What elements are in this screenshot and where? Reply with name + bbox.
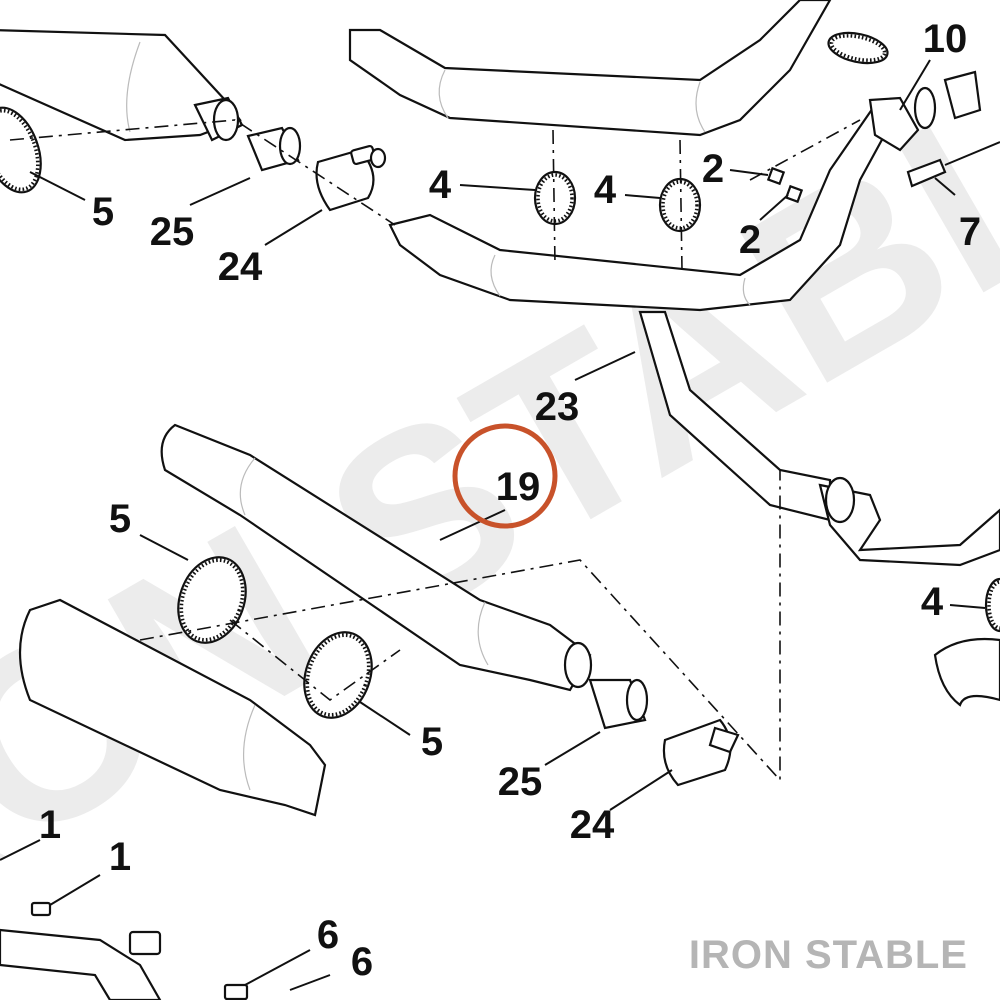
centerline-lower-muffler [229, 619, 401, 702]
callout-2-lower: 2 [739, 218, 761, 262]
lower-left-muffler [18, 598, 327, 817]
callout-25-lower: 25 [498, 760, 543, 804]
nut-2-lower [784, 184, 804, 204]
bolt-6 [223, 983, 249, 1000]
callout-4-left: 4 [429, 163, 452, 207]
callout-5-middle-upper: 5 [109, 497, 131, 541]
callout-24-lower: 24 [570, 803, 615, 847]
callout-2-upper: 2 [702, 147, 724, 191]
callout-25-upper: 25 [150, 210, 195, 254]
clamp-5-upper-left [0, 106, 42, 194]
oxygen-sensor-7 [906, 141, 1000, 188]
clamp-top-right [827, 31, 889, 65]
clamp-24-lower [662, 718, 740, 787]
brand-label: IRON STABLE [689, 933, 968, 977]
callout-23: 23 [535, 385, 580, 429]
header-pipe-rear-upper [348, 0, 832, 137]
callout-10: 10 [923, 17, 968, 61]
gasket-10 [913, 70, 982, 130]
callout-1-lower: 1 [109, 835, 131, 879]
highlight-circle [452, 423, 558, 529]
leader-lines [0, 59, 986, 991]
clamp-24-upper [315, 144, 387, 212]
centerline-clamp4-right [679, 139, 683, 271]
pipe-stub-right [933, 637, 1000, 707]
centerline-sensor [749, 119, 861, 181]
nut-2-upper [766, 166, 786, 186]
sleeve-25-upper [246, 126, 302, 172]
sleeve-25-lower [588, 678, 649, 730]
callout-5-upper-left: 5 [92, 190, 114, 234]
callout-6-upper: 6 [317, 913, 339, 957]
clamp-4-right-edge [984, 577, 1000, 633]
callout-5-middle-lower: 5 [421, 720, 443, 764]
callout-1-upper: 1 [39, 803, 61, 847]
clamp-4-left [533, 170, 577, 226]
bolt-1 [30, 901, 52, 917]
upper-left-muffler [0, 29, 244, 142]
centerline-clamp4-left [552, 129, 556, 266]
callout-19: 19 [496, 465, 541, 509]
callout-4-right-edge: 4 [921, 580, 944, 624]
centerline-upper-muffler [9, 119, 396, 226]
clamp-4-right [658, 177, 702, 233]
callout-6-lower: 6 [351, 940, 373, 984]
mounting-bracket [0, 928, 162, 1000]
muffler-19 [160, 423, 593, 692]
callout-24-upper: 24 [218, 245, 263, 289]
clamp-5-middle-upper [177, 556, 247, 644]
callout-4-right: 4 [594, 168, 617, 212]
centerline-main-muffler [139, 470, 781, 783]
clamp-5-middle-lower [303, 631, 373, 719]
header-pipe-23 [388, 103, 1000, 567]
callout-7: 7 [959, 210, 981, 254]
flange-top-right [868, 96, 920, 152]
